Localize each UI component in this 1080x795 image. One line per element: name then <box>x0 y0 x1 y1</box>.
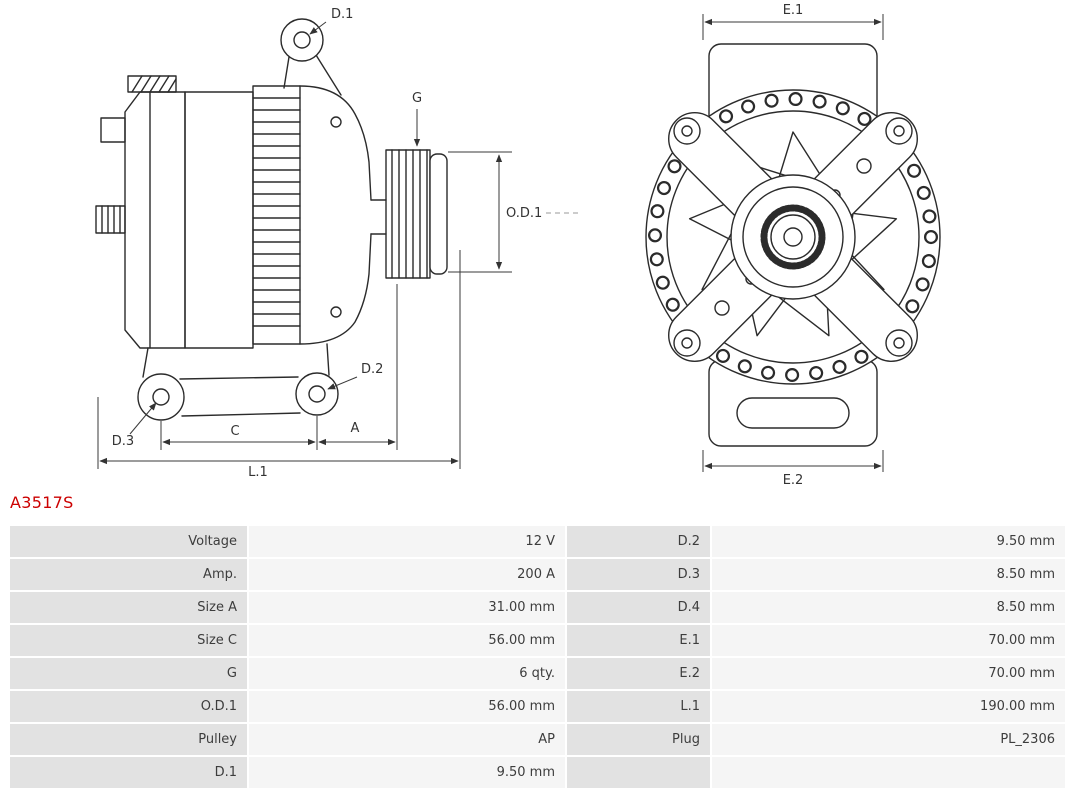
spec-label-d3: D.3 <box>567 559 710 590</box>
side-view-dimensions <box>97 21 512 469</box>
spec-value-d2: 9.50 mm <box>712 526 1065 557</box>
alternator-front-outline <box>645 43 941 447</box>
dim-label-a: A <box>351 421 360 436</box>
spec-label-d2: D.2 <box>567 526 710 557</box>
pulley-hub <box>730 174 856 300</box>
spec-value-d3: 8.50 mm <box>712 559 1065 590</box>
spec-label-voltage: Voltage <box>10 526 247 557</box>
spec-label-g: G <box>10 658 247 689</box>
dim-label-d2: D.2 <box>361 362 383 377</box>
spec-value-e2: 70.00 mm <box>712 658 1065 689</box>
alternator-front-view-diagram: E.1 E.2 <box>645 3 941 488</box>
spec-value-d4: 8.50 mm <box>712 592 1065 623</box>
fin-stack <box>252 85 301 345</box>
part-number: A3517S <box>10 493 74 512</box>
dim-label-c: C <box>230 424 239 439</box>
spec-value-voltage: 12 V <box>249 526 565 557</box>
spec-value-g: 6 qty. <box>249 658 565 689</box>
spec-label-size-c: Size C <box>10 625 247 656</box>
dim-label-d1: D.1 <box>331 7 353 22</box>
spec-value-amp: 200 A <box>249 559 565 590</box>
spec-value-size-c: 56.00 mm <box>249 625 565 656</box>
dim-label-d3: D.3 <box>112 434 134 449</box>
mounting-feet <box>137 343 339 421</box>
dim-label-od1: O.D.1 <box>506 206 542 221</box>
spec-value-l1: 190.00 mm <box>712 691 1065 722</box>
spec-label-e2: E.2 <box>567 658 710 689</box>
spec-label-l1: L.1 <box>567 691 710 722</box>
spec-label-empty <box>567 757 710 788</box>
bolt-holes <box>673 117 913 357</box>
spec-table: Voltage 12 V D.2 9.50 mm Amp. 200 A D.3 … <box>10 526 1065 788</box>
spec-label-size-a: Size A <box>10 592 247 623</box>
top-lug <box>280 18 324 62</box>
alternator-body-outline <box>95 18 448 421</box>
dim-label-e2: E.2 <box>783 473 804 488</box>
spec-label-d4: D.4 <box>567 592 710 623</box>
front-view-dimensions <box>702 14 884 472</box>
spec-value-pulley: AP <box>249 724 565 755</box>
spec-label-pulley: Pulley <box>10 724 247 755</box>
spec-label-d1: D.1 <box>10 757 247 788</box>
spec-value-e1: 70.00 mm <box>712 625 1065 656</box>
dim-label-l1: L.1 <box>248 465 268 480</box>
spec-value-d1: 9.50 mm <box>249 757 565 788</box>
spec-value-od1: 56.00 mm <box>249 691 565 722</box>
spec-label-e1: E.1 <box>567 625 710 656</box>
dim-label-e1: E.1 <box>783 3 804 18</box>
spec-value-plug: PL_2306 <box>712 724 1065 755</box>
spec-label-amp: Amp. <box>10 559 247 590</box>
spec-label-od1: O.D.1 <box>10 691 247 722</box>
spec-value-size-a: 31.00 mm <box>249 592 565 623</box>
pulley <box>385 149 448 279</box>
connector-block <box>95 205 126 234</box>
spec-value-empty <box>712 757 1065 788</box>
spec-label-plug: Plug <box>567 724 710 755</box>
alternator-side-view-diagram: D.1 G O.D.1 D.2 D.3 C A L.1 <box>95 7 582 480</box>
dim-label-g: G <box>412 91 422 106</box>
terminal-block <box>100 117 126 143</box>
